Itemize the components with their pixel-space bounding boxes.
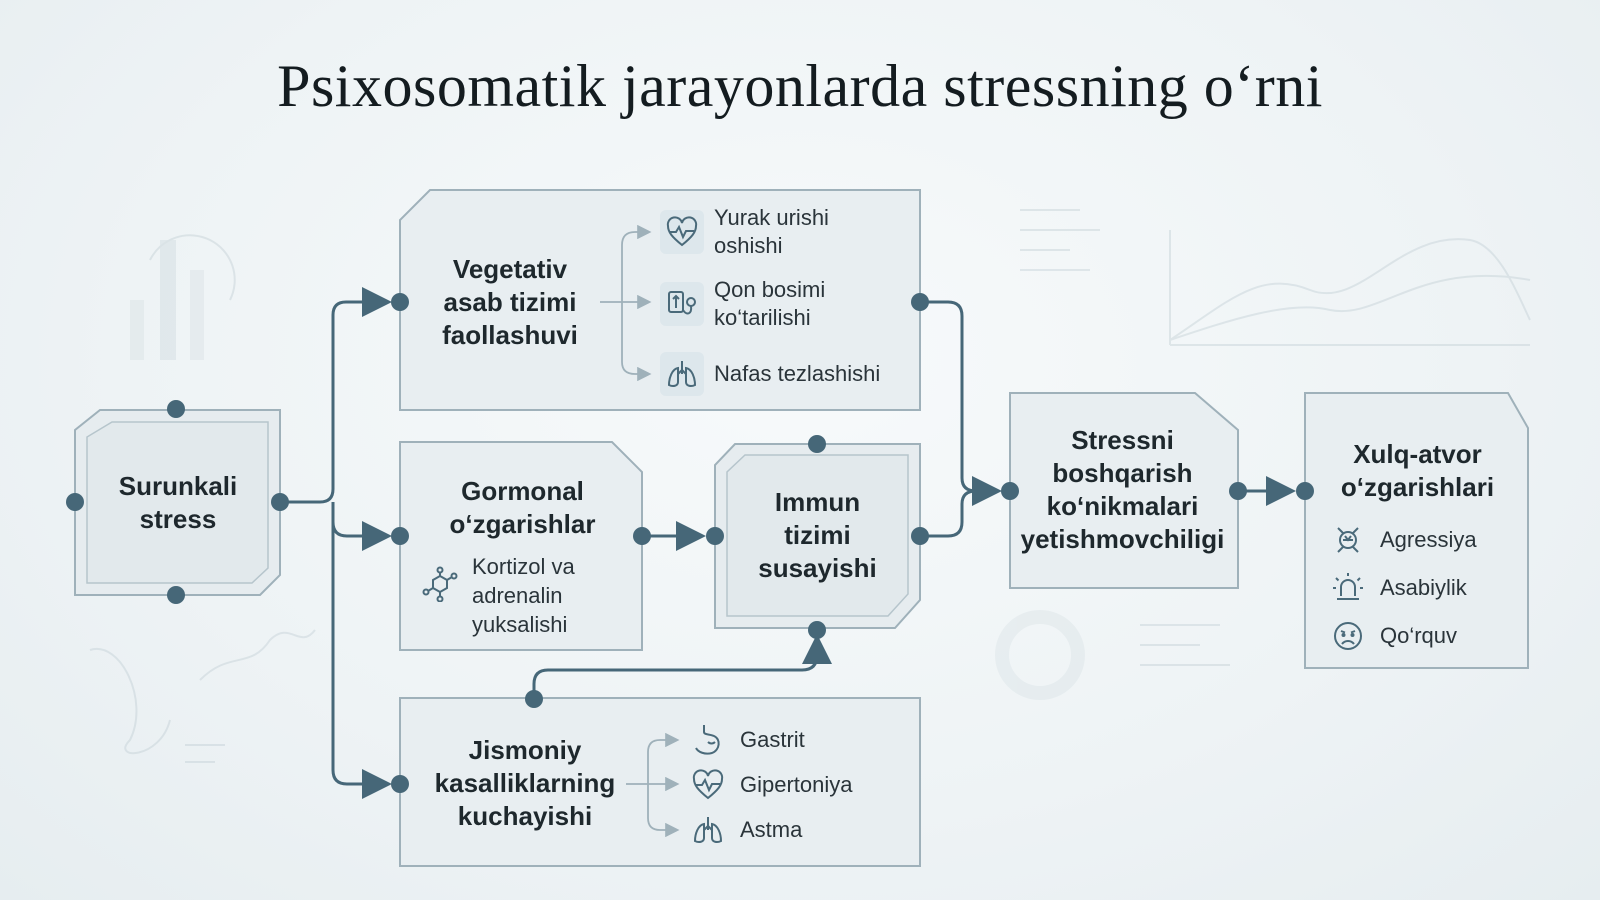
connector-dot: [167, 400, 185, 418]
list-item: Gipertoniya: [686, 763, 853, 807]
molecule-icon: [418, 562, 462, 606]
box-stress-management: [1009, 392, 1239, 589]
heart-pulse-icon: [660, 210, 704, 254]
blood-pressure-icon: [660, 282, 704, 326]
connector-dot: [391, 775, 409, 793]
worried-face-icon: [1326, 614, 1370, 658]
connector-dot: [1229, 482, 1247, 500]
lungs-icon: [660, 352, 704, 396]
connector-dot: [808, 621, 826, 639]
connector-dot: [911, 293, 929, 311]
connector-dot: [167, 586, 185, 604]
list-item: Asabiylik: [1326, 566, 1467, 610]
box-physical: [399, 697, 921, 867]
list-item: Nafas tezlashishi: [660, 352, 880, 396]
box-chronic-stress: [74, 409, 281, 596]
connector-dot: [1296, 482, 1314, 500]
connector-dot: [1001, 482, 1019, 500]
list-item: Qo‘rquv: [1326, 614, 1457, 658]
connector-dot: [391, 527, 409, 545]
connector-dot: [391, 293, 409, 311]
list-item: Agressiya: [1326, 518, 1477, 562]
box-behavior: [1304, 392, 1529, 669]
page-title: Psixosomatik jarayonlarda stressning o‘r…: [277, 53, 1323, 119]
heart-pulse-icon: [686, 763, 730, 807]
list-item: Gastrit: [686, 718, 805, 762]
connector-dot: [633, 527, 651, 545]
list-item: Astma: [686, 808, 802, 852]
box-hormonal: [399, 441, 643, 651]
connector-dot: [271, 493, 289, 511]
connector-dot: [66, 493, 84, 511]
connector-dot: [911, 527, 929, 545]
stomach-icon: [686, 718, 730, 762]
connector-dot: [525, 690, 543, 708]
connector-dot: [808, 435, 826, 453]
alarm-icon: [1326, 566, 1370, 610]
lungs-icon: [686, 808, 730, 852]
connector-dot: [706, 527, 724, 545]
box-immune: [714, 443, 921, 629]
aggression-icon: [1326, 518, 1370, 562]
